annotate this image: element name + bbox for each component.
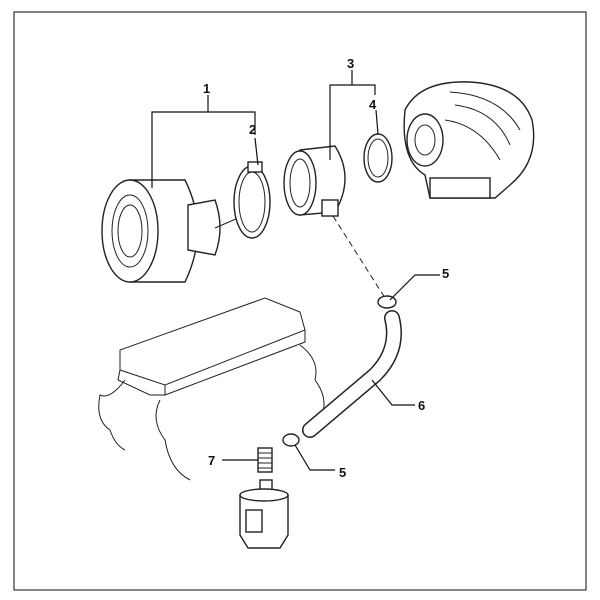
turbocharger	[403, 81, 535, 199]
upper-hose-clamp	[377, 295, 397, 309]
lower-hose-clamp	[282, 433, 300, 447]
callout-2: 2	[249, 122, 256, 137]
callout-5-lower: 5	[339, 465, 346, 480]
callout-5-upper: 5	[442, 266, 449, 281]
callout-3: 3	[347, 56, 354, 71]
breather-valve	[239, 479, 289, 549]
callout-7: 7	[208, 453, 215, 468]
alignment-line	[332, 215, 386, 299]
diagram-frame	[13, 11, 587, 591]
leader-lines	[151, 70, 440, 471]
engine-block	[98, 297, 325, 481]
callout-4: 4	[369, 97, 377, 112]
spring-fitting	[257, 447, 273, 473]
air-filter	[101, 179, 246, 283]
callout-1: 1	[203, 81, 210, 96]
callout-6: 6	[418, 398, 425, 413]
hose-clamp	[233, 161, 271, 239]
intake-adapter	[283, 145, 346, 217]
